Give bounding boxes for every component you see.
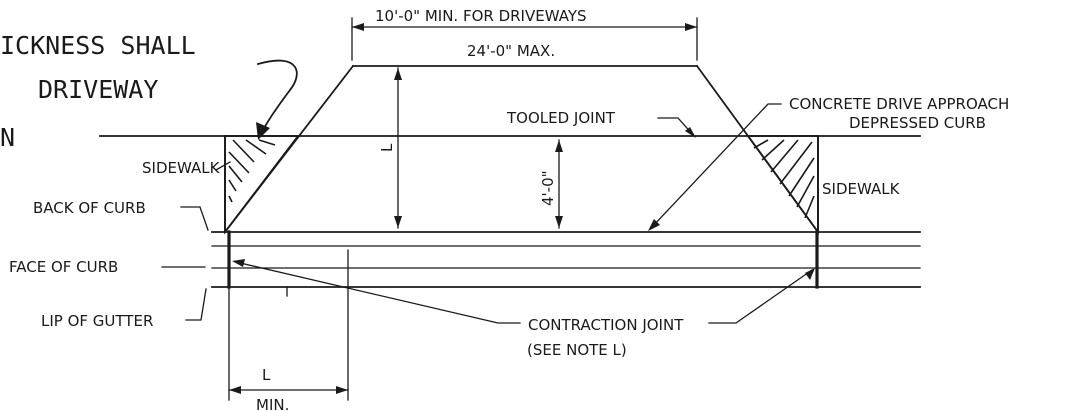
leader-tooled-joint: [657, 117, 695, 137]
label-tooled-joint: TOOLED JOINT: [506, 109, 616, 127]
label-depressed-curb: DEPRESSED CURB: [849, 114, 986, 132]
leader-back-of-curb: [180, 206, 209, 231]
label-contraction-joint: CONTRACTION JOINT: [528, 316, 684, 334]
dim-driveway-min: 10'-0" MIN. FOR DRIVEWAYS: [375, 7, 587, 25]
dim-max-width: 24'-0" MAX.: [467, 42, 555, 60]
note-line-1: ICKNESS SHALL: [0, 31, 196, 60]
dim-depth-l: L: [378, 143, 396, 152]
dim-flare-l: L: [262, 366, 271, 384]
label-sidewalk-left: SIDEWALK: [142, 159, 221, 177]
right-wedge-hatching: [753, 139, 815, 219]
label-see-note: (SEE NOTE L): [527, 341, 627, 359]
note-line-3: N: [0, 123, 15, 152]
note-line-2: DRIVEWAY: [38, 75, 158, 104]
label-lip-of-gutter: LIP OF GUTTER: [41, 312, 153, 330]
label-sidewalk-right: SIDEWALK: [822, 180, 901, 198]
leader-lip-of-gutter: [185, 288, 207, 321]
note-curved-arrow: [256, 59, 298, 134]
dim-flare-min: MIN.: [256, 396, 289, 411]
label-concrete-drive-approach: CONCRETE DRIVE APPROACH: [789, 95, 1009, 113]
leader-contraction-right: [708, 269, 813, 324]
right-sidewalk-wedge: [746, 135, 819, 235]
leader-drive-approach: [652, 103, 782, 227]
dim-sidewalk-depth: 4'-0": [539, 170, 557, 206]
leader-contraction-left: [235, 261, 521, 324]
label-face-of-curb: FACE OF CURB: [9, 258, 118, 276]
label-back-of-curb: BACK OF CURB: [33, 199, 146, 217]
left-wedge-hatching: [228, 139, 276, 203]
